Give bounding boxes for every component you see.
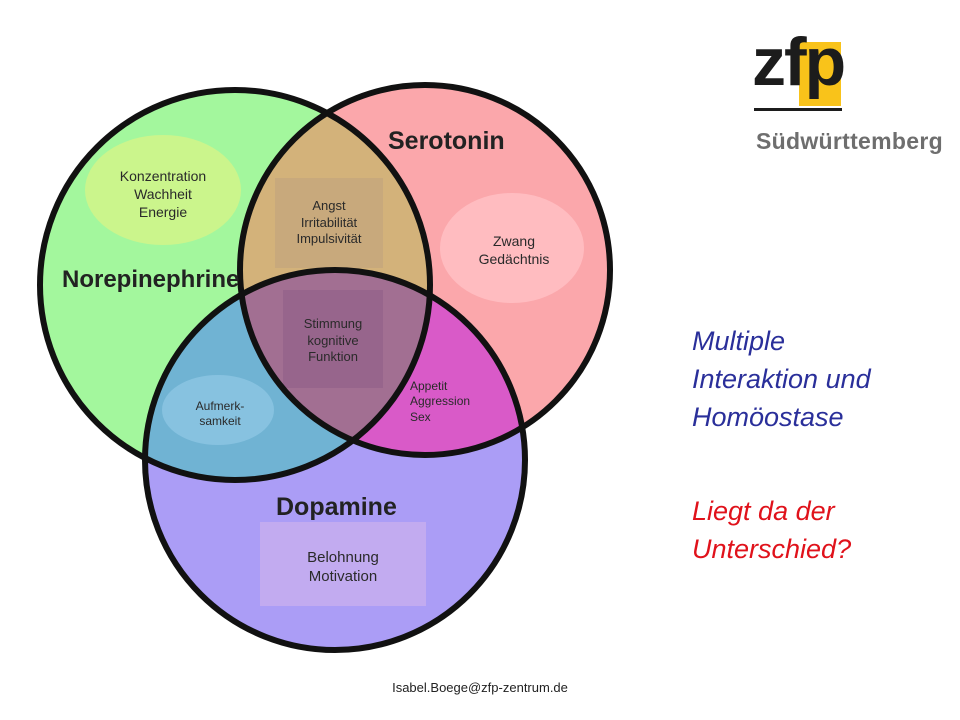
region-line: Zwang	[492, 233, 535, 250]
highlight-norepinephrine	[85, 135, 241, 245]
serotonin-label: Serotonin	[388, 127, 505, 155]
region-line: Belohnung	[307, 548, 379, 566]
overlap-se-do	[240, 270, 525, 455]
region-line: Angst	[312, 198, 346, 214]
norepinephrine-outline	[37, 87, 433, 483]
region-line: Konzentration	[119, 168, 207, 185]
region-line: Gedächtnis	[478, 251, 550, 267]
highlight-mood-box	[283, 290, 383, 388]
region-line: kognitive	[307, 332, 359, 348]
norepinephrine-label: Norepinephrine	[62, 266, 239, 293]
region-line: Appetit	[410, 378, 448, 393]
highlight-reward-box	[260, 522, 426, 606]
region-line: Sex	[410, 409, 431, 424]
region-serotonin: Zwang Gedächtnis	[450, 226, 578, 276]
logo-rule	[754, 108, 842, 111]
region-mood-text: Stimmung kognitive Funktion	[304, 316, 363, 366]
region-anxiety-text: Angst Irritabilität Impulsivität	[296, 198, 361, 248]
region-line: Energie	[138, 203, 188, 220]
region-appetite: Appetit Aggression Sex	[410, 373, 500, 431]
region-line: Motivation	[308, 568, 378, 585]
region-mood: Stimmung kognitive Funktion	[283, 308, 383, 374]
dopamine-label: Dopamine	[276, 493, 397, 521]
logo-region-name: Südwürttemberg	[756, 128, 943, 154]
slide-heading-line: Multiple	[692, 326, 786, 356]
region-line: Stimmung	[303, 316, 363, 332]
dopamine-outline	[142, 267, 528, 653]
logo-wordmark: zfp	[752, 24, 846, 100]
slide-question-line: Unterschied?	[692, 534, 852, 564]
region-norepinephrine-text: Konzentration Wachheit Energie	[120, 168, 206, 222]
footer-email: Isabel.Boege@zfp-zentrum.de	[392, 680, 568, 695]
region-line: Impulsivität	[296, 231, 362, 247]
logo-accent-block	[799, 42, 841, 106]
region-serotonin-text: Zwang Gedächtnis	[479, 233, 550, 269]
slide-heading-line: Interaktion und	[692, 364, 871, 394]
region-reward-text: Belohnung Motivation	[307, 548, 379, 586]
slide-question: Liegt da der Unterschied?	[692, 492, 952, 568]
region-attention-text: Aufmerk- samkeit	[196, 399, 245, 430]
region-line: Aufmerk-	[195, 398, 245, 413]
region-line: Wachheit	[134, 186, 192, 203]
highlight-anxiety-box	[275, 178, 383, 268]
region-line: Aggression	[410, 394, 471, 409]
region-line: Irritabilität	[300, 214, 358, 230]
serotonin-outline	[237, 82, 613, 458]
region-attention: Aufmerk- samkeit	[170, 394, 270, 434]
highlight-attention	[162, 375, 274, 445]
region-line: Funktion	[308, 349, 358, 365]
region-reward: Belohnung Motivation	[260, 542, 426, 592]
region-line: samkeit	[199, 414, 241, 428]
region-appetite-text: Appetit Aggression Sex	[410, 379, 470, 425]
zfp-logo: zfp Südwürttemberg	[752, 28, 943, 160]
region-anxiety: Angst Irritabilität Impulsivität	[275, 190, 383, 256]
region-norepinephrine: Konzentration Wachheit Energie	[98, 163, 228, 227]
highlight-serotonin	[440, 193, 584, 303]
slide-question-line: Liegt da der	[692, 496, 835, 526]
slide-heading-line: Homöostase	[692, 402, 844, 432]
slide-heading: Multiple Interaktion und Homöostase	[692, 322, 952, 436]
venn-diagram: Norepinephrine Serotonin Dopamine	[37, 82, 613, 653]
